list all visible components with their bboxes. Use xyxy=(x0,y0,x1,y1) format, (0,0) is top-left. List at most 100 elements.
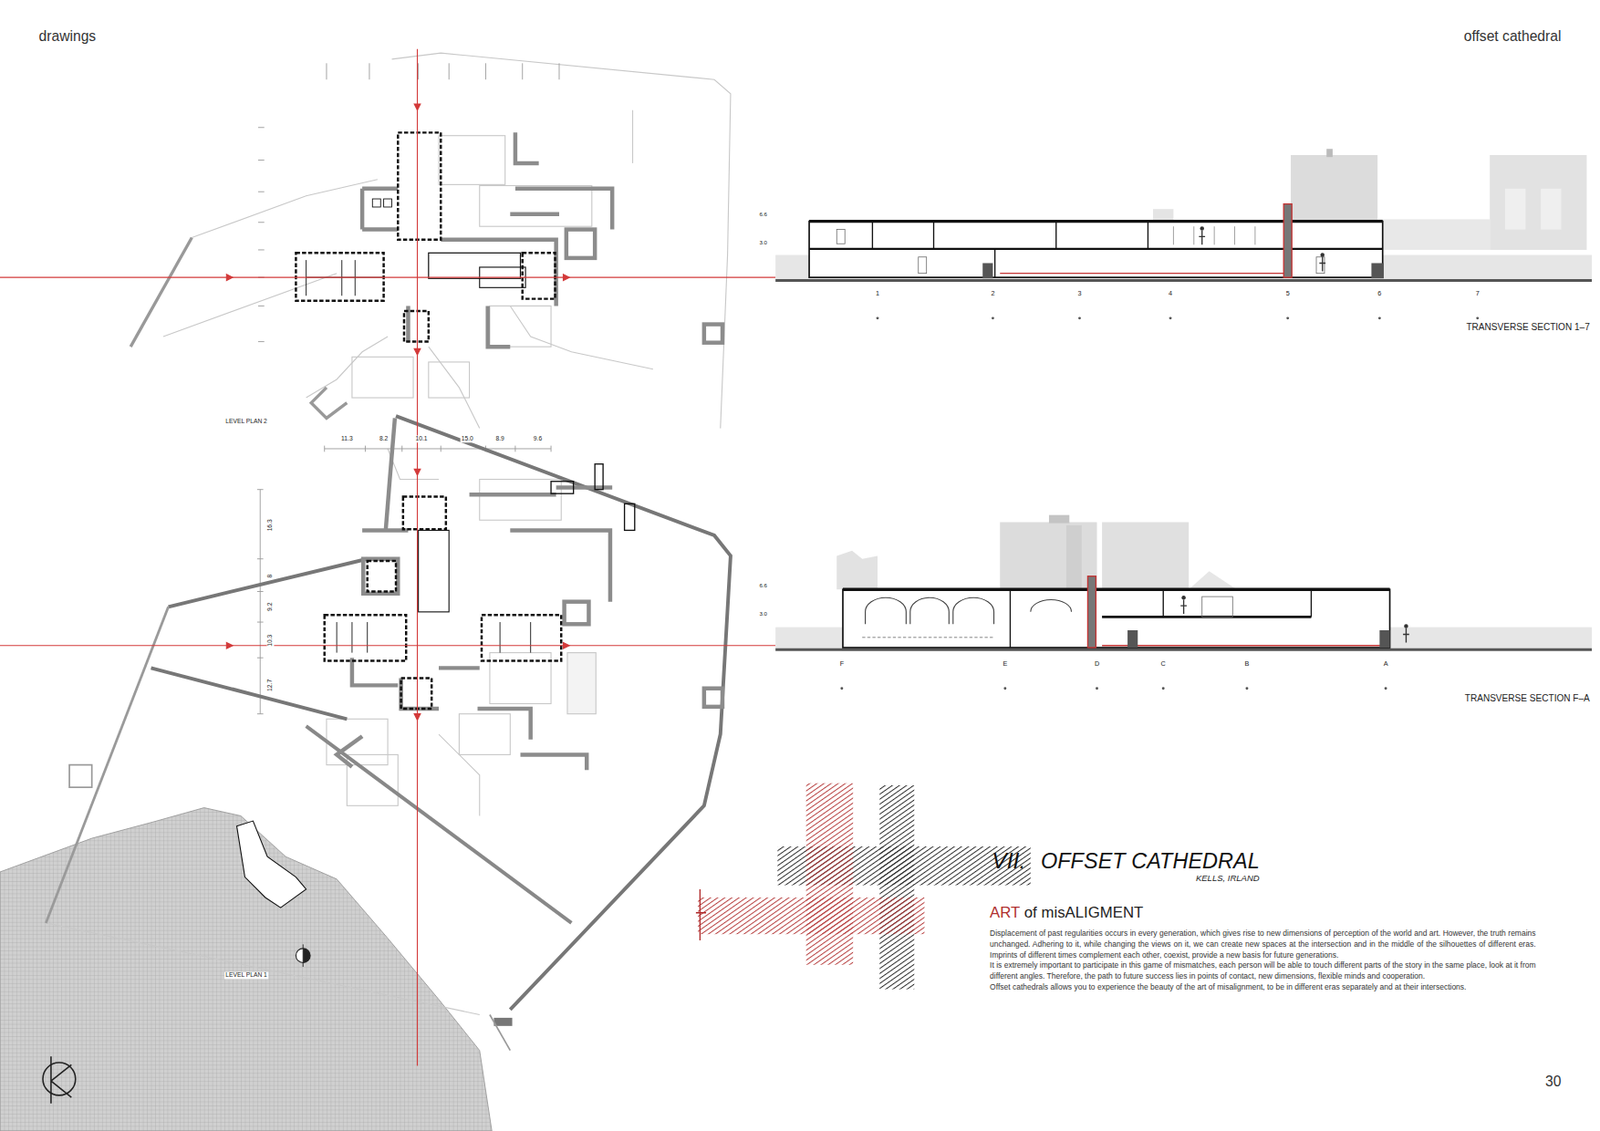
grid-number: 5 xyxy=(1286,290,1290,298)
level-mark: 3.0 xyxy=(758,611,768,618)
concept-sketch xyxy=(697,783,925,966)
section-drawing xyxy=(842,589,1391,648)
plan-title: LEVEL PLAN 1 xyxy=(224,972,269,980)
body-text: Displacement of past regularities occurs… xyxy=(989,929,1536,962)
context-lines xyxy=(45,52,731,1015)
plan-walls xyxy=(440,239,556,307)
context-lines xyxy=(489,305,551,347)
logo xyxy=(42,1056,76,1103)
sheet-title: OFFSET CATHEDRAL xyxy=(1040,848,1260,873)
plan-walls xyxy=(363,559,398,594)
context-lines xyxy=(438,135,506,186)
site-wall xyxy=(395,415,731,1010)
section-drawing xyxy=(1181,595,1185,600)
concept-sketch xyxy=(806,783,853,966)
section-drawing xyxy=(1087,576,1096,648)
plan-rooms xyxy=(397,132,441,239)
section-drawing xyxy=(840,686,843,690)
location: KELLS, IRLAND xyxy=(1195,873,1260,884)
section-drawing xyxy=(1403,623,1408,628)
plan-rooms xyxy=(384,198,393,208)
section-drawing xyxy=(775,279,1592,282)
site-wall xyxy=(493,1018,512,1027)
section-drawing xyxy=(842,588,1391,592)
page-number: 30 xyxy=(1545,1072,1561,1090)
section-drawing xyxy=(1326,148,1333,157)
section-drawing xyxy=(1378,316,1382,320)
axis-line xyxy=(0,644,776,646)
section-drawing xyxy=(1101,644,1388,646)
axis-line xyxy=(226,103,570,355)
section-drawing xyxy=(1319,252,1324,257)
plan-walls xyxy=(704,324,723,343)
grid-letter: A xyxy=(1383,659,1389,667)
section-drawing xyxy=(1316,257,1325,274)
dimension: 16.3 xyxy=(267,518,275,532)
body-text: It is extremely important to participate… xyxy=(989,960,1536,982)
plan-walls xyxy=(509,529,611,602)
site-wall xyxy=(311,387,347,419)
plan-walls xyxy=(401,678,439,710)
plan-rooms xyxy=(372,198,381,208)
section-drawing xyxy=(836,550,878,590)
plan-rooms xyxy=(594,464,603,490)
axis-line xyxy=(416,49,418,1067)
axis-line xyxy=(0,49,776,1067)
site-wall xyxy=(45,606,168,924)
dimension: 8.9 xyxy=(494,435,506,443)
concept-sketch xyxy=(696,783,1031,990)
plan-walls xyxy=(488,305,511,347)
grid-number: 7 xyxy=(1475,290,1480,298)
section-drawing xyxy=(1066,525,1082,590)
section-drawing xyxy=(836,229,845,245)
section-drawing xyxy=(1475,316,1479,320)
body-text: Offset cathedrals allows you to experien… xyxy=(989,982,1536,994)
context-lines xyxy=(392,52,731,428)
section-drawing xyxy=(1283,204,1292,279)
section-drawing xyxy=(1286,316,1289,320)
section-drawing xyxy=(1371,262,1383,279)
concept-sketch xyxy=(696,889,707,941)
section-drawing xyxy=(982,262,993,279)
grid-ticks xyxy=(326,62,560,80)
plan-walls xyxy=(564,602,590,625)
context-lines xyxy=(479,185,593,227)
concept-sketch xyxy=(879,785,915,990)
level-mark: 3.0 xyxy=(758,239,768,247)
section-drawing xyxy=(1198,230,1206,246)
section-drawing xyxy=(1162,686,1165,690)
plan-rooms xyxy=(237,464,635,908)
section-drawing xyxy=(1384,686,1388,690)
north-symbol xyxy=(295,944,311,967)
plan-walls xyxy=(515,132,540,164)
plan-rooms xyxy=(418,529,450,612)
site-wall xyxy=(130,238,192,348)
section-drawing xyxy=(1379,630,1390,648)
plan-rooms xyxy=(404,311,429,343)
plan-rooms xyxy=(624,503,635,530)
plan-rooms xyxy=(367,561,396,593)
grid-number: 3 xyxy=(1077,290,1081,298)
level-mark: 6.6 xyxy=(758,210,768,218)
ground-hatch xyxy=(0,808,492,1131)
plan-walls xyxy=(566,229,595,259)
section-drawing xyxy=(1030,599,1072,612)
section-drawing xyxy=(1095,686,1099,690)
grid-letter: D xyxy=(1094,659,1100,667)
context-lines xyxy=(428,346,480,428)
dimension: 10.3 xyxy=(267,633,275,648)
grid-ticks xyxy=(257,62,560,714)
page-heading: drawings xyxy=(39,27,97,44)
dimension: 12.7 xyxy=(267,678,275,693)
section-drawing xyxy=(1003,686,1007,690)
plan-rooms xyxy=(522,252,556,299)
plan-rooms xyxy=(336,622,531,654)
section-drawing xyxy=(1199,226,1204,230)
section-drawing xyxy=(1180,599,1187,614)
grid-number: 6 xyxy=(1377,290,1382,298)
plan-rooms xyxy=(237,820,307,908)
dimension: 11.3 xyxy=(340,435,354,443)
section-drawing xyxy=(862,636,995,638)
section-drawing xyxy=(1101,521,1189,590)
concept-sketch xyxy=(697,897,925,935)
